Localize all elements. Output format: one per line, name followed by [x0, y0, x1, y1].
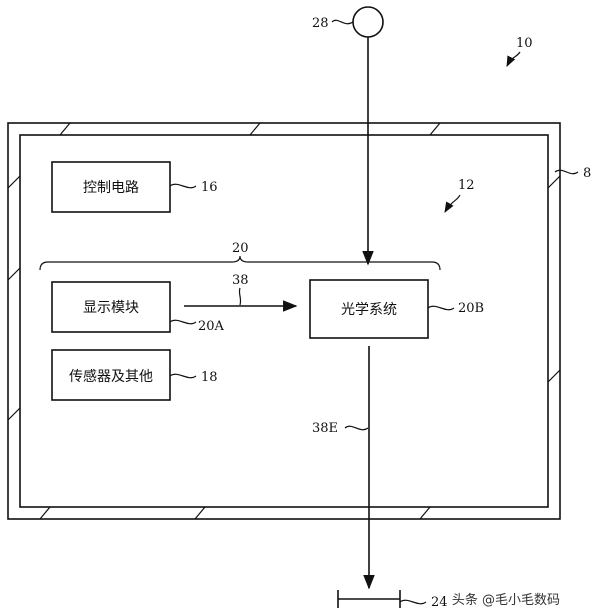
- svg-text:16: 16: [201, 180, 218, 195]
- control-circuit-label: 控制电路: [83, 180, 139, 196]
- sensors-label: 传感器及其他: [69, 368, 153, 385]
- svg-text:24: 24: [431, 595, 448, 610]
- svg-text:20A: 20A: [198, 319, 225, 334]
- label-housing: 8: [554, 166, 591, 181]
- housing-frame: [7, 122, 561, 520]
- svg-text:20: 20: [232, 241, 249, 256]
- output-light-arrow: 38E: [312, 346, 375, 590]
- display-module-label: 显示模块: [83, 300, 139, 316]
- control-circuit-block: 控制电路 16: [51, 161, 218, 213]
- external-light-source: 28: [312, 6, 384, 266]
- display-module-block: 显示模块 20A: [51, 281, 225, 334]
- svg-text:18: 18: [201, 370, 218, 385]
- svg-text:38: 38: [232, 273, 249, 288]
- svg-text:8: 8: [583, 166, 591, 181]
- label-system: 10: [506, 36, 533, 67]
- svg-text:38E: 38E: [312, 421, 338, 436]
- housing-hatch: [7, 122, 561, 520]
- target-marker: 24: [337, 590, 448, 610]
- image-light-arrow: 38: [184, 273, 298, 312]
- svg-text:10: 10: [516, 36, 533, 51]
- sensors-block: 传感器及其他 18: [51, 349, 218, 401]
- svg-text:20B: 20B: [458, 301, 484, 316]
- group-brace: 20: [39, 241, 441, 271]
- optical-system-label: 光学系统: [341, 302, 397, 318]
- label-device: 12: [444, 178, 475, 213]
- optical-system-block: 光学系统 20B: [309, 279, 484, 339]
- svg-text:28: 28: [312, 16, 329, 31]
- watermark: 头条 @毛小毛数码: [452, 592, 560, 608]
- svg-text:12: 12: [458, 178, 475, 193]
